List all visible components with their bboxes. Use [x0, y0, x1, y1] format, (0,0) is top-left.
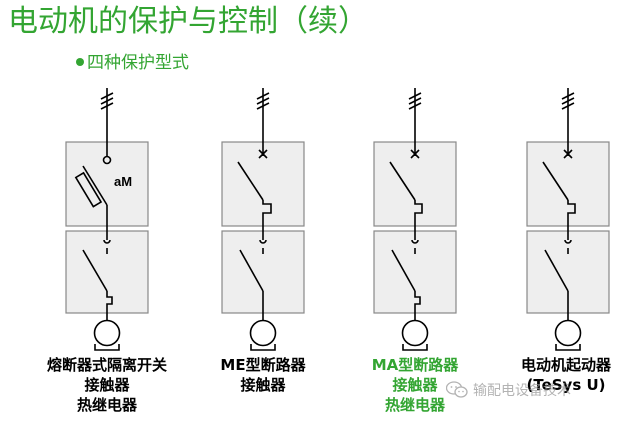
device-tag-am: aM — [114, 174, 132, 189]
column-motor-starter — [526, 88, 610, 351]
label-line: 接触器 — [392, 376, 438, 394]
column-4-label: 电动机起动器 (TeSys U) — [496, 355, 636, 395]
motor-icon — [93, 319, 121, 347]
label-line: 接触器 — [240, 376, 286, 394]
subtitle: 四种保护型式 — [76, 51, 189, 75]
label-line: (TeSys U) — [526, 376, 606, 394]
label-line: ME型断路器 — [220, 356, 306, 374]
motor-icon — [249, 319, 277, 347]
label-line: 熔断器式隔离开关 — [46, 356, 167, 374]
label-line: 热继电器 — [76, 396, 137, 414]
motor-icon — [554, 319, 582, 347]
label-line: MA型断路器 — [371, 356, 459, 374]
fuse-icon — [74, 171, 103, 208]
motor-icon — [401, 319, 429, 347]
label-line: 接触器 — [84, 376, 130, 394]
label-line: 电动机起动器 — [520, 356, 611, 374]
column-1-label: 熔断器式隔离开关 接触器 热继电器 — [17, 355, 197, 415]
column-me-breaker — [221, 88, 305, 351]
column-ma-breaker — [373, 88, 457, 351]
page-title: 电动机的保护与控制（续） — [8, 4, 368, 39]
bullet-icon — [76, 58, 84, 66]
watermark-text: 输配电设备技术 — [473, 383, 571, 399]
column-3-label: MA型断路器 接触器 热继电器 — [345, 355, 485, 415]
label-line: 热继电器 — [384, 396, 445, 414]
column-fuse-switch — [65, 88, 149, 351]
subtitle-text: 四种保护型式 — [87, 53, 189, 73]
wechat-icon — [446, 381, 468, 398]
watermark: 输配电设备技术 — [446, 379, 632, 401]
column-2-label: ME型断路器 接触器 — [190, 355, 336, 395]
